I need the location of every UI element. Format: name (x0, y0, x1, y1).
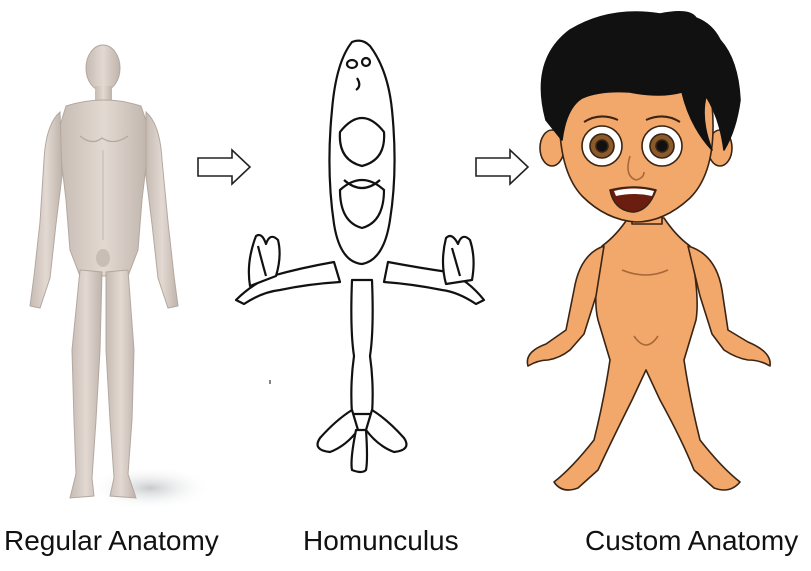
custom-anatomy-figure (527, 12, 770, 490)
caption-regular-anatomy: Regular Anatomy (4, 527, 219, 555)
caption-homunculus: Homunculus (303, 527, 459, 555)
arrow-right-icon (476, 150, 528, 184)
caption-custom-anatomy: Custom Anatomy (585, 527, 798, 555)
homunculus-figure (236, 41, 484, 472)
regular-anatomy-figure (30, 45, 212, 510)
arrow-right-icon (198, 150, 250, 184)
